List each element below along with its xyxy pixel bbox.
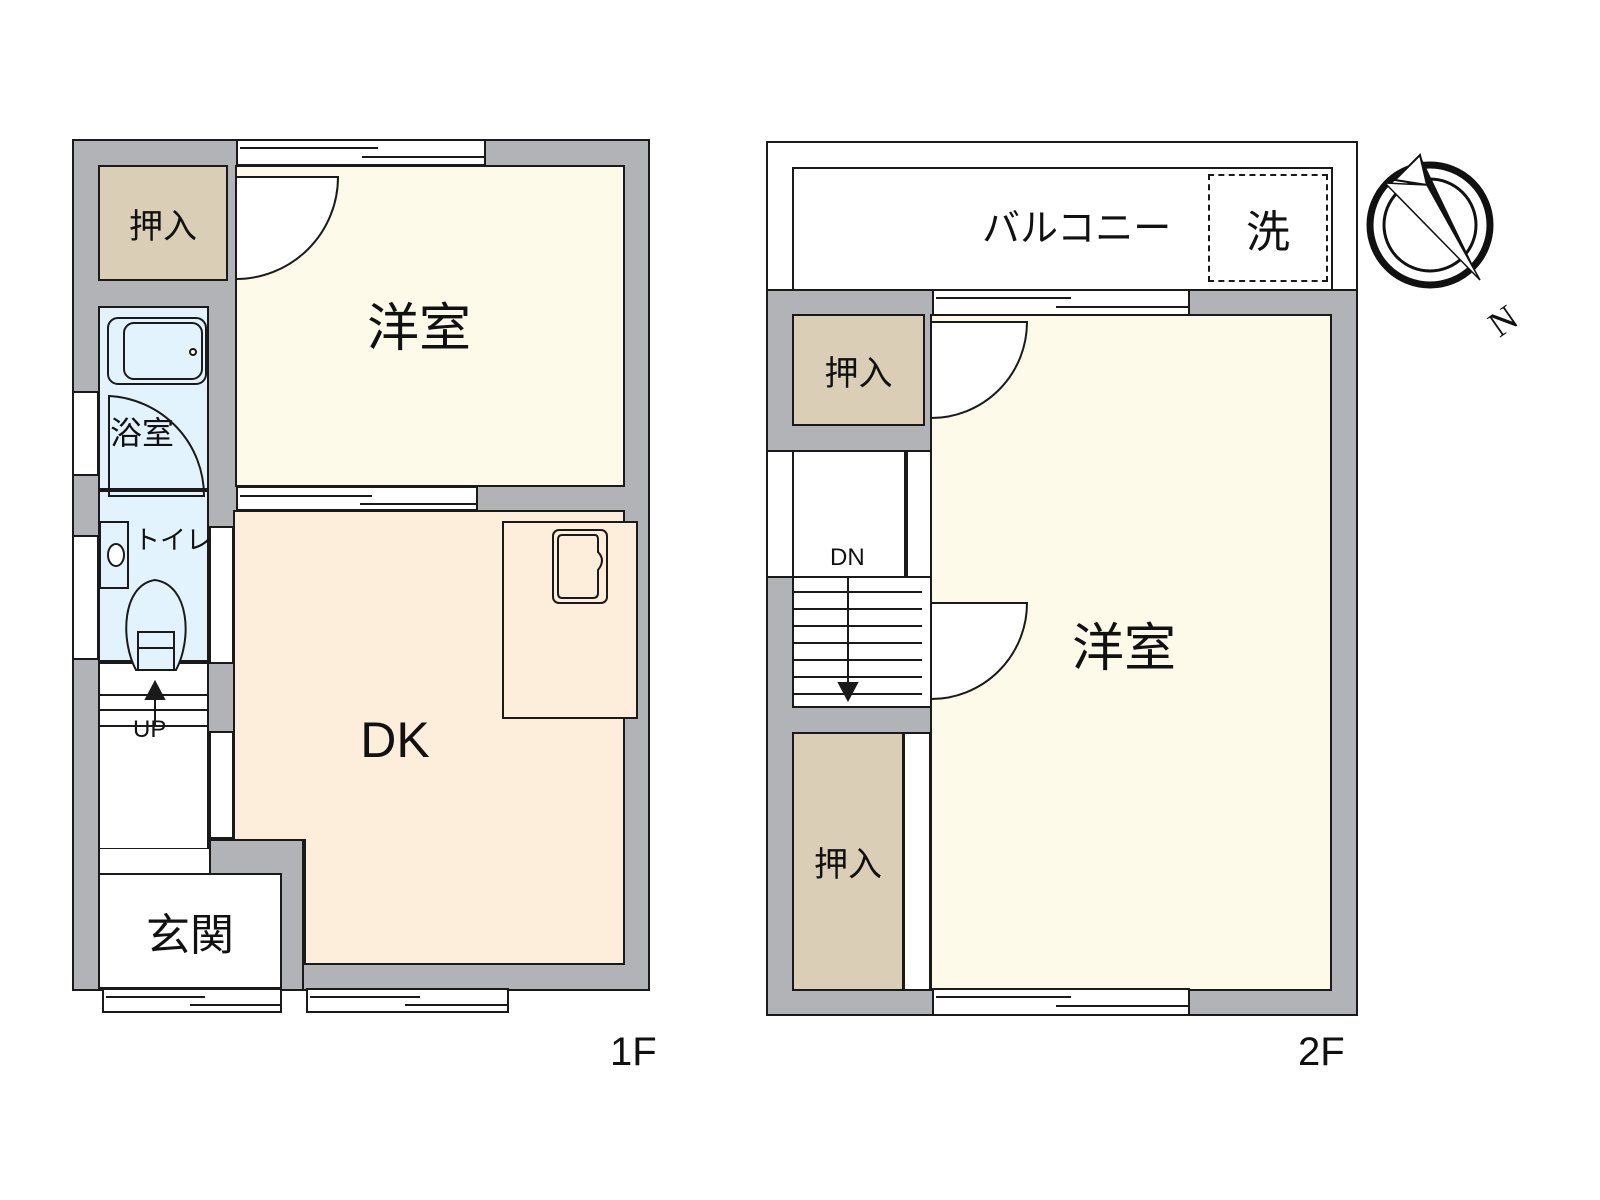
bathroom-label: 浴室 xyxy=(110,414,175,452)
room-entrance-1f: 玄関 xyxy=(98,873,282,989)
stairs-steps-1f xyxy=(100,679,209,727)
window-2f-landing-left xyxy=(766,450,794,578)
closet-bottom-label: 押入 xyxy=(814,845,882,885)
window-1f-dk-bottom xyxy=(306,988,509,1013)
kitchen-counter xyxy=(502,521,638,719)
room-closet-2f-bottom: 押入 xyxy=(792,732,904,991)
entrance-label: 玄関 xyxy=(146,910,234,961)
closet-label: 押入 xyxy=(129,206,197,247)
western-room-2f-label: 洋室 xyxy=(1072,619,1177,679)
door-2f-closet-sliding xyxy=(903,732,931,991)
dk-lower-area xyxy=(304,839,625,965)
balcony-label: バルコニー xyxy=(982,206,1172,250)
western-room-label: 洋室 xyxy=(367,299,472,359)
window-1f-toilet xyxy=(72,535,99,660)
entrance-step xyxy=(98,849,211,875)
closet-top-label: 押入 xyxy=(824,353,893,394)
window-1f-entrance-bottom xyxy=(102,988,282,1013)
stairs-direction-label: UP xyxy=(133,716,167,743)
door-swing-2f-room xyxy=(930,602,1029,701)
window-1f-western-top xyxy=(236,139,486,166)
window-2f-bottom xyxy=(932,988,1190,1016)
kitchen-sink-icon xyxy=(552,529,608,604)
compass-icon xyxy=(1366,153,1494,289)
window-1f-bathroom xyxy=(72,391,99,476)
door-swing-1f-closet xyxy=(235,176,340,281)
bathtub-icon xyxy=(107,317,207,385)
door-swing-1f-bath xyxy=(108,394,206,497)
room-closet-1f: 押入 xyxy=(98,165,228,281)
floor-label-2f: 2F xyxy=(1298,1030,1345,1074)
door-swing-2f-closet xyxy=(930,321,1029,420)
laundry-label: 洗 xyxy=(1246,207,1290,258)
stairs-steps-2f xyxy=(792,576,922,703)
toilet-label: トイレ xyxy=(134,526,213,556)
dining-kitchen-label: DK xyxy=(360,712,430,768)
stairs-direction-2f-label: DN xyxy=(830,544,865,571)
laundry-area: 洗 xyxy=(1208,174,1328,282)
floor-label-1f: 1F xyxy=(610,1030,657,1074)
dk-label-box: DK xyxy=(340,700,450,780)
toilet-icon xyxy=(99,521,187,671)
balcony-inner: バルコニー xyxy=(792,167,1333,291)
room-closet-2f-top: 押入 xyxy=(792,314,925,426)
